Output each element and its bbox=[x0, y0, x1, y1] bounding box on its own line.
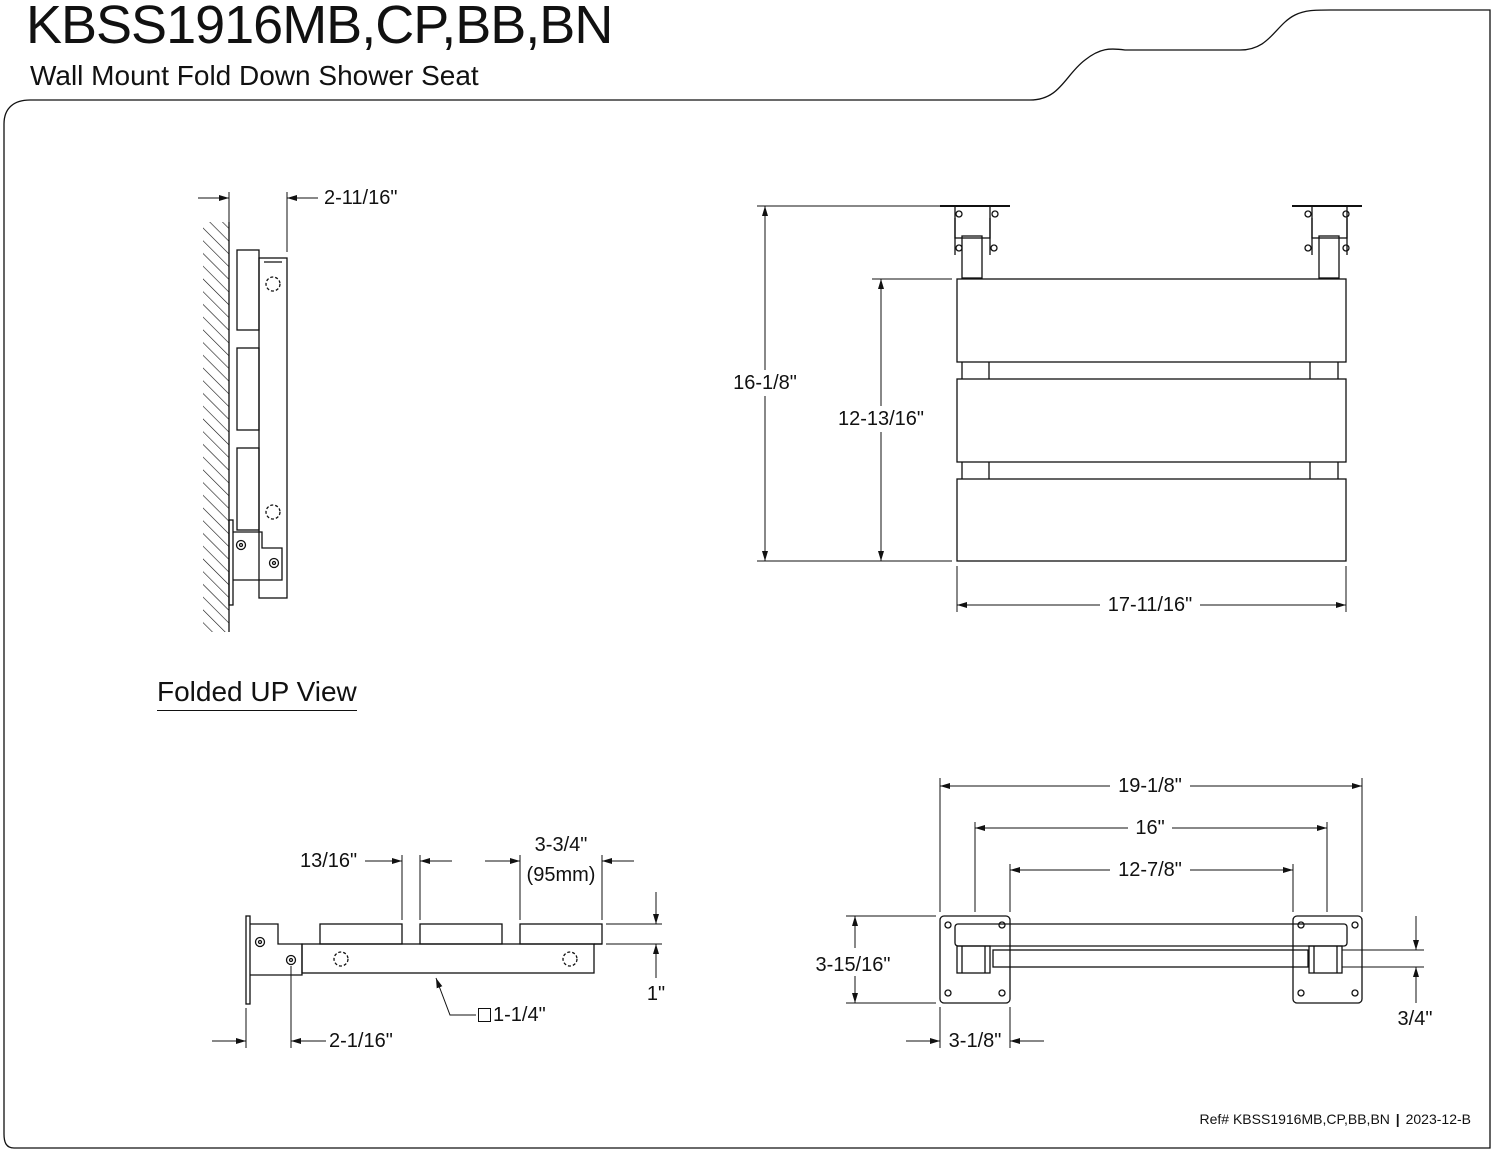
dim-slat-width-in: 3-3/4" bbox=[532, 834, 590, 856]
slat-2 bbox=[956, 378, 1347, 463]
mount-right bbox=[1292, 205, 1362, 279]
fold-hole-bottom-icon bbox=[265, 504, 281, 520]
arm-hole-left-icon bbox=[333, 951, 349, 967]
dim-mount-centers: 16" bbox=[1133, 817, 1167, 839]
square-section-icon bbox=[478, 1008, 491, 1022]
side-view bbox=[212, 855, 662, 1048]
dim-overall-height: 16-1/8" bbox=[731, 372, 799, 394]
reference-footer: Ref# KBSS1916MB,CP,BB,BN | 2023-12-B bbox=[1199, 1111, 1472, 1127]
dim-overall-width: 19-1/8" bbox=[1116, 775, 1184, 797]
top-view bbox=[757, 205, 1362, 612]
dim-slat-gap: 13/16" bbox=[298, 850, 360, 872]
plate-right bbox=[1292, 915, 1363, 1004]
front-view bbox=[846, 778, 1424, 1048]
mount-left bbox=[940, 205, 1010, 279]
page-frame bbox=[3, 9, 1491, 1149]
fold-hole-top-icon bbox=[265, 276, 281, 292]
dim-rail-height: 3/4" bbox=[1395, 1008, 1435, 1030]
product-subtitle: Wall Mount Fold Down Shower Seat bbox=[30, 60, 479, 91]
plate-left bbox=[939, 915, 1011, 1004]
wall-hatch bbox=[203, 222, 229, 632]
folded-bracket bbox=[228, 519, 234, 606]
dim-plate-height: 3-15/16" bbox=[813, 954, 893, 976]
slat-1 bbox=[956, 278, 1347, 363]
dim-slat-width-mm: (95mm) bbox=[524, 864, 598, 886]
arm-hole-right-icon bbox=[562, 951, 578, 967]
folded-view-caption: Folded UP View bbox=[157, 676, 357, 711]
model-number: KBSS1916MB,CP,BB,BN bbox=[26, 0, 613, 55]
slat-3 bbox=[956, 478, 1347, 562]
folded-view bbox=[198, 192, 318, 632]
dim-plate-width: 3-1/8" bbox=[946, 1030, 1004, 1052]
dim-bracket-offset: 2-1/16" bbox=[327, 1030, 395, 1052]
dim-inner-width: 12-7/8" bbox=[1116, 859, 1184, 881]
dim-folded-depth: 2-11/16" bbox=[322, 187, 400, 209]
front-slat bbox=[954, 923, 1348, 947]
dim-slat-thickness: 1" bbox=[644, 983, 668, 1005]
side-wall-plate bbox=[245, 915, 251, 1005]
dim-seat-width: 17-11/16" bbox=[1105, 594, 1195, 616]
dim-seat-depth: 12-13/16" bbox=[835, 408, 927, 430]
side-arm bbox=[301, 943, 595, 974]
dim-arm-tube: 1-1/4" bbox=[476, 1004, 548, 1026]
